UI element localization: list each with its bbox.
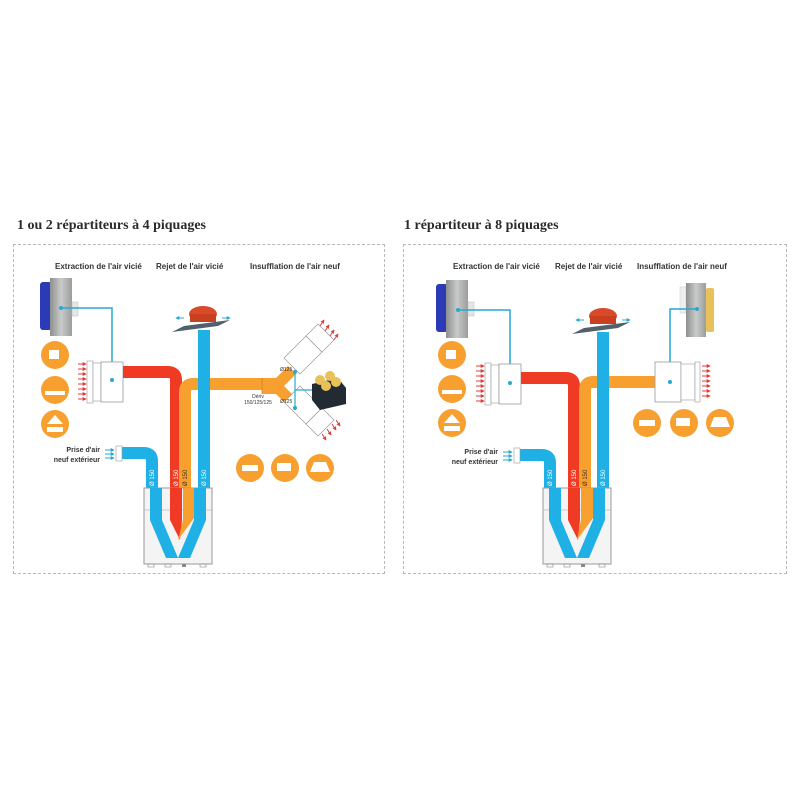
panel-1-title: 1 ou 2 répartiteurs à 4 piquages [17,218,206,233]
panel-2-header-extraction: Extraction de l'air vicié [453,262,540,271]
panel-2-header-rejet: Rejet de l'air vicié [555,262,623,271]
extraction-box-2 [476,362,522,406]
panel-1-header-extraction: Extraction de l'air vicié [55,262,142,271]
supply-icons-1 [236,454,334,482]
panel-1-diagram [40,278,346,568]
extraction-plenum-2 [436,280,511,383]
panel-2-duct-label-4: Ø 150 [601,469,607,486]
panel-2-intake-label-line1: Prise d'air [464,449,498,456]
vmc-unit-1 [143,487,213,568]
panel-1-branch-label-upper: Ø125 [280,367,292,373]
extraction-icons-1 [41,341,69,438]
panel-1-duct-label-4: Ø 150 [202,469,208,486]
roof-outlet-1 [172,306,231,332]
panel-2-duct-label-2: Ø 150 [572,469,578,486]
panel-2-duct-label-1: Ø 150 [548,469,554,486]
panel-1-duct-label-1: Ø 150 [150,469,156,486]
panel-1-frame [13,244,385,574]
panel-2-frame [403,244,787,574]
supply-box-2 [654,361,711,403]
panel-2-intake-label-line2: neuf extérieur [452,459,499,466]
kitchen-sink-icon [41,376,69,404]
supply-icons-2 [633,409,734,437]
panel-1-derivation-label-line2: 150/125/125 [244,400,272,406]
panel-2-header-insufflation: Insufflation de l'air neuf [637,262,727,271]
vmc-unit-2 [542,487,612,568]
panel-2-title: 1 répartiteur à 8 piquages [404,218,559,233]
panel-1-duct-label-3: Ø 150 [183,469,189,486]
panel-1-branch-label-lower: Ø125 [280,399,292,405]
panel-1-header-rejet: Rejet de l'air vicié [156,262,224,271]
supply-plenum-2 [669,283,714,382]
panel-2-diagram [436,280,734,568]
panel-1-header-insufflation: Insufflation de l'air neuf [250,262,340,271]
panel-1-intake-label-line1: Prise d'air [66,447,100,454]
roof-outlet-2 [572,308,631,334]
panel-1-duct-label-2: Ø 150 [174,469,180,486]
panel-1-intake-label-line2: neuf extérieur [54,457,101,464]
panel-1-derivation-label-line1: Dériv [252,394,264,400]
panel-2-duct-label-3: Ø 150 [583,469,589,486]
extraction-icons-2 [438,341,466,437]
extraction-plenum-1 [40,278,113,380]
derivation-y-1 [261,366,296,406]
extraction-box-1 [78,360,124,404]
supply-distributor-1 [312,371,346,410]
